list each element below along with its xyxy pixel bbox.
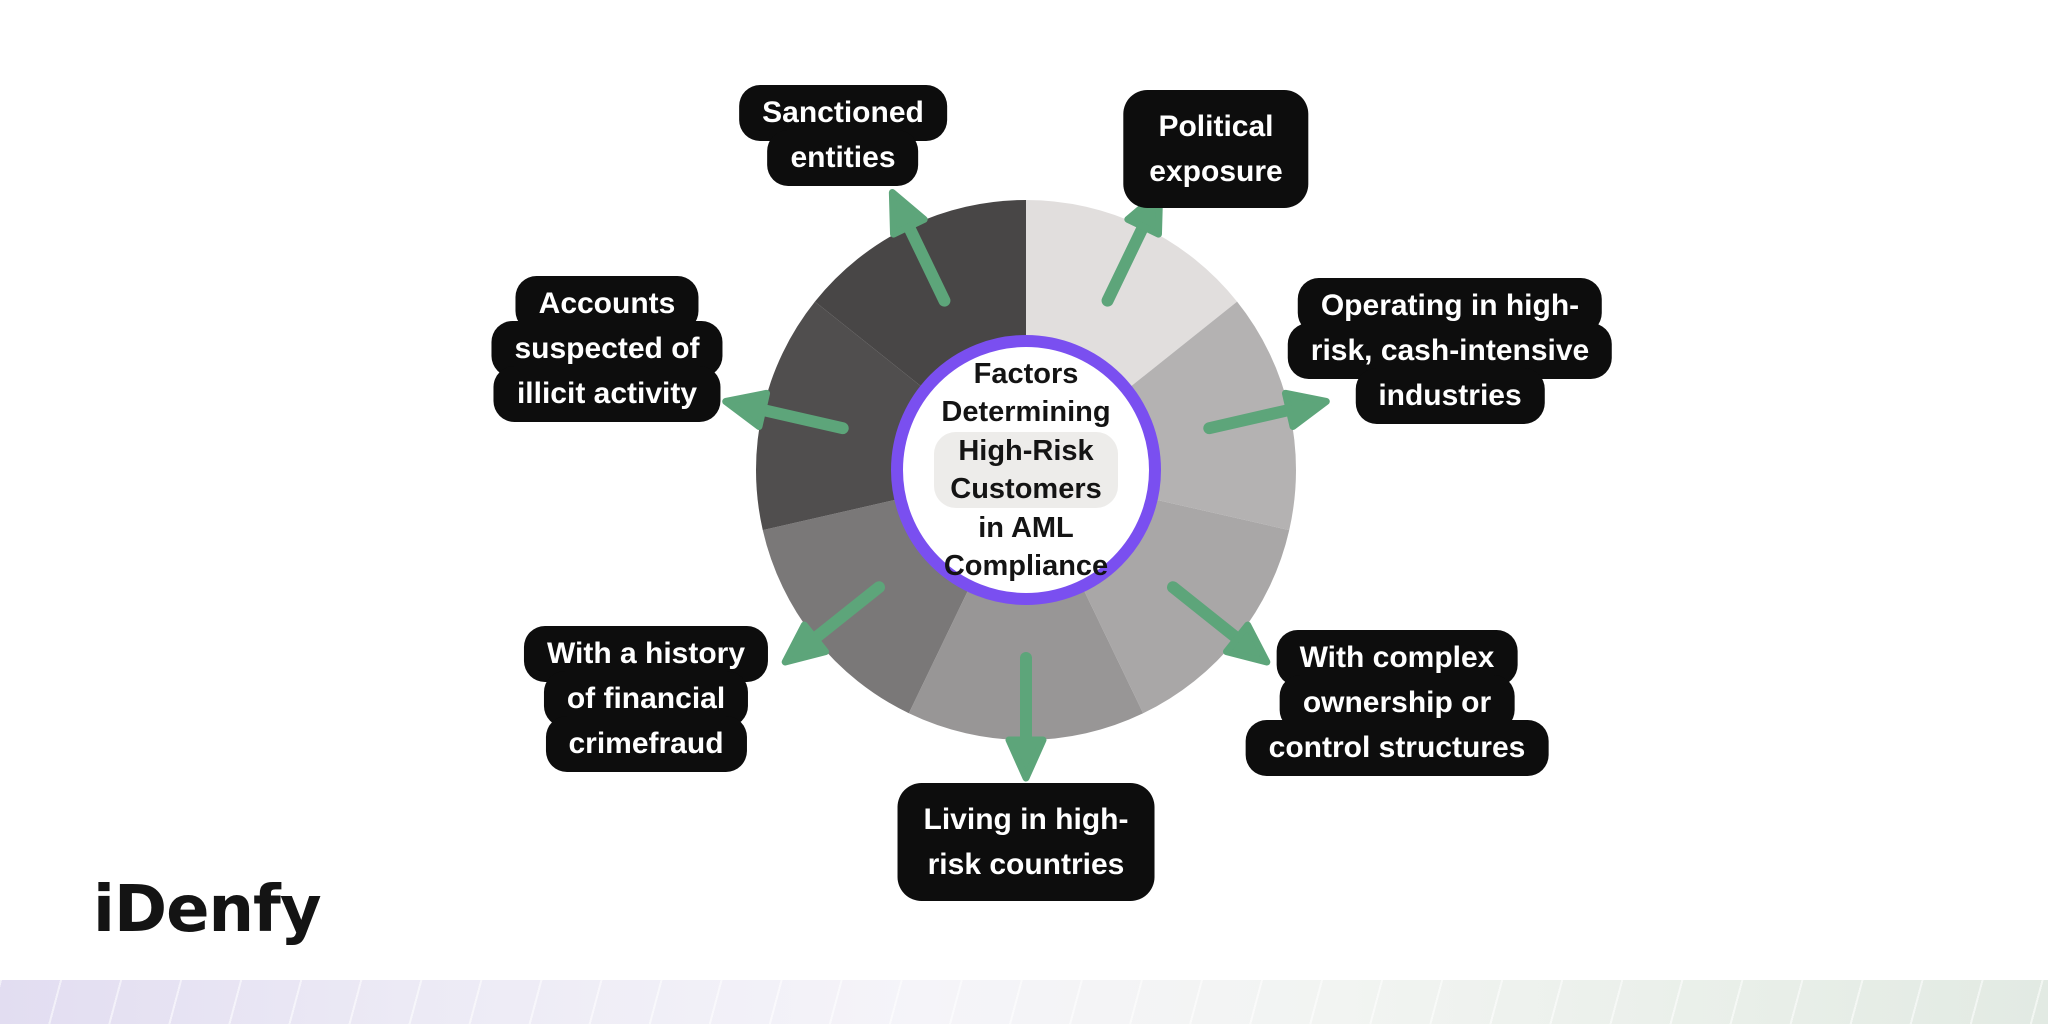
callout-complex-ownership: With complex ownership or control struct… xyxy=(1245,630,1549,776)
callout-sanctioned-entities: Sanctioned entities xyxy=(739,85,947,186)
callout-line: illicit activity xyxy=(493,366,721,422)
center-title-line: Determining xyxy=(941,396,1111,428)
callout-line: entities xyxy=(767,130,919,186)
arrow-accounts-illicit-activity xyxy=(722,389,849,435)
center-title-highlight: High-Risk Customers xyxy=(934,432,1118,508)
center-title-circle: Factors Determining High-Risk Customers … xyxy=(891,335,1161,605)
arrow-operating-high-risk-industries xyxy=(1203,389,1330,435)
callout-political-exposure: Political exposure xyxy=(1123,90,1309,208)
arrow-living-high-risk-countries xyxy=(1005,652,1047,782)
footer-gradient-strip xyxy=(0,980,2048,1024)
callout-line: industries xyxy=(1355,368,1545,424)
callout-living-high-risk-countries: Living in high- risk countries xyxy=(897,783,1155,901)
callout-operating-high-risk-industries: Operating in high- risk, cash-intensive … xyxy=(1287,278,1613,424)
center-title-line: in AML xyxy=(978,512,1074,544)
callout-line: control structures xyxy=(1245,720,1549,776)
callout-line: Living in high- xyxy=(923,803,1129,836)
center-title-line: Compliance xyxy=(943,550,1109,582)
callout-accounts-illicit-activity: Accounts suspected of illicit activity xyxy=(491,276,723,422)
arrow-sanctioned-entities xyxy=(888,189,951,307)
center-title-line: Factors xyxy=(973,358,1079,390)
callout-line: Sanctioned xyxy=(739,85,947,141)
callout-line: risk, cash-intensive xyxy=(1287,323,1613,379)
idenfy-logo: iDenfy xyxy=(93,873,322,947)
wheel-segment-living-high-risk-countries xyxy=(908,470,1144,740)
callout-line: crimefraud xyxy=(545,716,747,772)
callout-line: risk countries xyxy=(927,848,1125,881)
center-title-line: High-Risk xyxy=(958,435,1094,467)
arrow-history-financial-crime xyxy=(781,581,886,666)
callout-history-financial-crime: With a history of financial crimefraud xyxy=(523,626,769,772)
center-title-line: Customers xyxy=(950,473,1102,505)
callout-line: Political xyxy=(1158,110,1274,143)
arrow-complex-ownership xyxy=(1166,581,1271,666)
callout-line: exposure xyxy=(1149,155,1283,188)
